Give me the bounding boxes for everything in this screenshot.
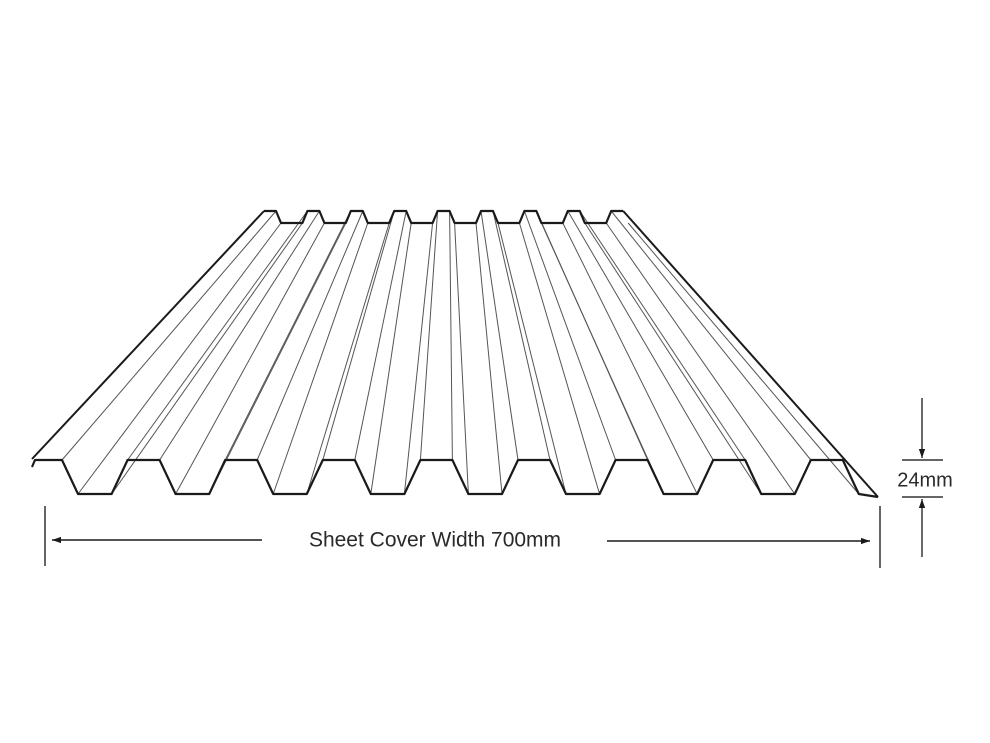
front-profile — [30, 458, 879, 499]
width-dimension-label: Sheet Cover Width 700mm — [309, 529, 561, 552]
rib-line — [610, 210, 812, 461]
rib-line — [159, 210, 320, 461]
rib-line — [480, 210, 519, 461]
rib-line — [523, 210, 617, 461]
rib-line — [605, 222, 796, 495]
back-profile — [264, 209, 624, 225]
rib-line — [518, 222, 601, 495]
rib-line — [370, 222, 412, 495]
rib-line — [256, 210, 364, 461]
rib-line — [272, 222, 369, 495]
left-edge-line — [31, 210, 265, 460]
rib-line — [127, 210, 308, 461]
rib-line — [584, 222, 762, 495]
rib-line — [208, 222, 347, 495]
rib-line — [449, 210, 453, 461]
rib-line — [562, 222, 698, 495]
rib-line — [419, 210, 439, 461]
rib-line — [540, 222, 665, 495]
rib-line — [61, 210, 277, 461]
rib-line — [627, 222, 860, 495]
rib-line — [306, 222, 390, 495]
rib-line — [224, 210, 352, 461]
rib-line — [454, 222, 469, 495]
right-edge-line — [622, 210, 879, 498]
sheet-outline — [30, 209, 879, 499]
rib-line — [111, 222, 303, 495]
rib-line — [403, 222, 434, 495]
rib-line — [475, 222, 503, 495]
rib-line — [322, 210, 395, 461]
rib-line — [492, 210, 551, 461]
height-dimension-label: 24mm — [897, 469, 953, 491]
rib-line — [77, 222, 282, 495]
rib-lines — [61, 210, 860, 495]
rib-line — [579, 210, 746, 461]
rib-line — [175, 222, 325, 495]
rib-line — [497, 222, 567, 495]
rib-line — [354, 210, 407, 461]
rib-line — [567, 210, 714, 461]
